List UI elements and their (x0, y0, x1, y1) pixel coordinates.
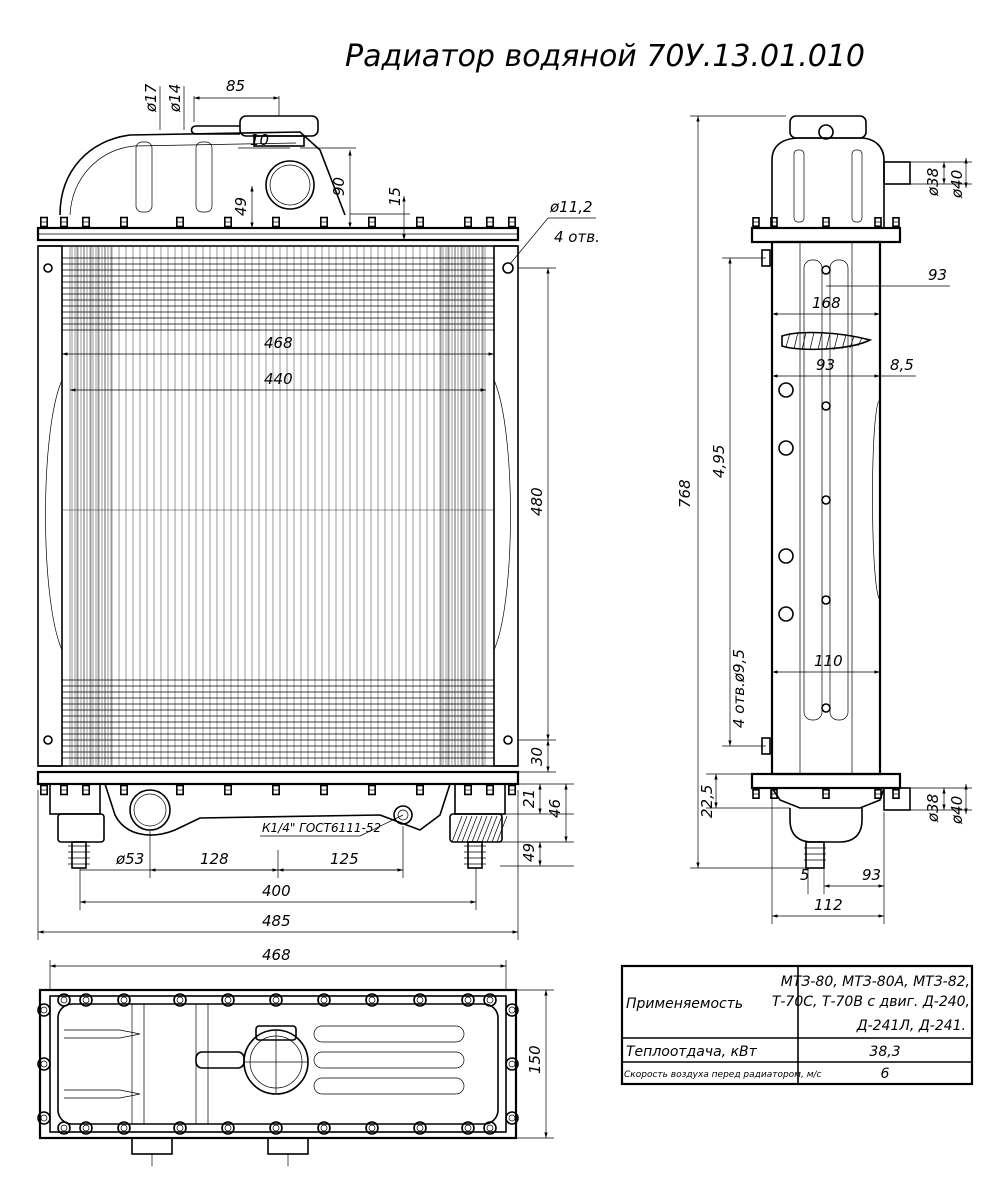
svg-text:49: 49 (232, 197, 250, 216)
svg-text:4 отв.: 4 отв. (554, 228, 600, 246)
top-depth-dim: 150 (526, 1045, 544, 1074)
svg-text:468: 468 (264, 334, 293, 352)
side-mount-holes (778, 265, 831, 713)
right-side-frame (493, 245, 519, 767)
side-upper-tank (771, 137, 885, 228)
svg-text:К1/4" ГОСТ6111-52: К1/4" ГОСТ6111-52 (262, 821, 381, 835)
svg-text:440: 440 (264, 370, 293, 388)
side-lower-plate (750, 772, 902, 790)
svg-text:10: 10 (250, 131, 269, 149)
svg-text:ø38: ø38 (924, 794, 942, 823)
side-outlet-pipe (883, 787, 911, 811)
spec-label-air: Скорость воздуха перед радиатором, м/с (624, 1070, 822, 1080)
svg-text:400: 400 (262, 882, 291, 900)
lower-tank-outline (104, 783, 451, 836)
drain-plug (393, 805, 413, 825)
svg-text:93: 93 (928, 266, 947, 284)
svg-text:485: 485 (262, 912, 291, 930)
svg-text:ø40: ø40 (948, 796, 966, 825)
spec-value-line: Д-241Л, Д-241. (856, 1018, 966, 1034)
top-width-dim: 468 (262, 946, 291, 964)
svg-text:49: 49 (520, 843, 538, 862)
section-hatch (451, 815, 508, 843)
svg-text:5: 5 (800, 866, 810, 884)
right-stud (467, 841, 483, 869)
top-outlet-pipe (131, 1137, 173, 1155)
svg-text:768: 768 (676, 479, 694, 508)
inlet-pipe (265, 160, 315, 210)
tank-rib (195, 141, 213, 213)
right-bracket (454, 783, 506, 815)
svg-text:110: 110 (814, 652, 843, 670)
tank-rib (135, 141, 153, 213)
svg-text:85: 85 (226, 77, 245, 95)
side-upper-plate (750, 226, 902, 244)
side-stud (805, 841, 825, 869)
spec-table: Применяемость МТЗ-80, МТЗ-80А, МТЗ-82, Т… (620, 964, 974, 1086)
svg-text:15: 15 (386, 187, 404, 206)
svg-text:ø38: ø38 (924, 168, 942, 197)
drawing-title: Радиатор водяной 70У.13.01.010 (345, 39, 865, 74)
mount-hole (503, 735, 513, 745)
mount-hole (43, 263, 53, 273)
svg-text:112: 112 (814, 896, 843, 914)
upper-tank-outline (59, 131, 346, 216)
svg-text:90: 90 (330, 177, 348, 196)
svg-text:4 отв.ø9,5: 4 отв.ø9,5 (730, 649, 748, 728)
left-bracket (49, 783, 101, 815)
front-view: ø17 ø14 85 10 90 49 15 ø11,2 4 от (36, 77, 600, 940)
front-view-dimensions: ø17 ø14 85 10 90 49 15 ø11,2 4 от (37, 77, 600, 940)
upper-bolts (38, 216, 518, 235)
svg-text:ø40: ø40 (948, 170, 966, 199)
svg-text:128: 128 (200, 850, 229, 868)
svg-text:ø11,2: ø11,2 (549, 198, 593, 216)
spec-value-line: Т-70С, Т-70В с двиг. Д-240, (772, 994, 970, 1010)
side-inlet-pipe (883, 161, 911, 185)
mount-hole (43, 735, 53, 745)
radiator-core (62, 246, 494, 766)
top-steam-pipe (195, 1051, 245, 1069)
svg-text:4,95: 4,95 (710, 445, 728, 478)
svg-text:46: 46 (546, 799, 564, 818)
top-view: 468 150 (37, 946, 554, 1166)
side-bolts (752, 217, 900, 799)
lower-plate (36, 770, 520, 786)
spec-label-heat: Теплоотдача, кВт (626, 1044, 758, 1060)
spec-value-heat: 38,3 (869, 1044, 900, 1060)
svg-text:22,5: 22,5 (698, 785, 716, 818)
svg-text:ø53: ø53 (115, 850, 144, 868)
svg-text:125: 125 (330, 850, 359, 868)
mount-hole (502, 262, 514, 274)
svg-text:ø14: ø14 (166, 84, 184, 113)
svg-text:93: 93 (816, 356, 835, 374)
top-inlet-pipe (267, 1137, 309, 1155)
spec-value-air: 6 (881, 1066, 890, 1082)
svg-text:8,5: 8,5 (890, 356, 914, 374)
side-filler-cap (789, 115, 867, 139)
lower-bolts (39, 784, 516, 796)
spec-value-line: МТЗ-80, МТЗ-80А, МТЗ-82, (781, 974, 970, 990)
left-rubber-mount (57, 813, 105, 843)
side-view: ø38 ø40 93 168 93 8,5 768 4,95 4 отв.ø9, (676, 115, 972, 924)
top-bolts (37, 993, 519, 1135)
left-side-frame (37, 245, 63, 767)
svg-text:480: 480 (528, 487, 546, 516)
side-hatch-band (781, 331, 873, 351)
svg-text:ø17: ø17 (142, 83, 160, 113)
svg-text:21: 21 (520, 789, 538, 808)
steam-pipe (196, 125, 240, 135)
top-outline (38, 988, 518, 1140)
left-stud (71, 841, 87, 869)
top-tank (57, 1003, 499, 1125)
outlet-pipe (129, 789, 171, 831)
svg-text:30: 30 (528, 747, 546, 766)
spec-label-applicability: Применяемость (626, 996, 743, 1012)
side-core (770, 240, 882, 776)
side-view-dimensions: ø38 ø40 93 168 93 8,5 768 4,95 4 отв.ø9, (676, 115, 972, 924)
svg-text:93: 93 (862, 866, 881, 884)
svg-text:168: 168 (812, 294, 841, 312)
